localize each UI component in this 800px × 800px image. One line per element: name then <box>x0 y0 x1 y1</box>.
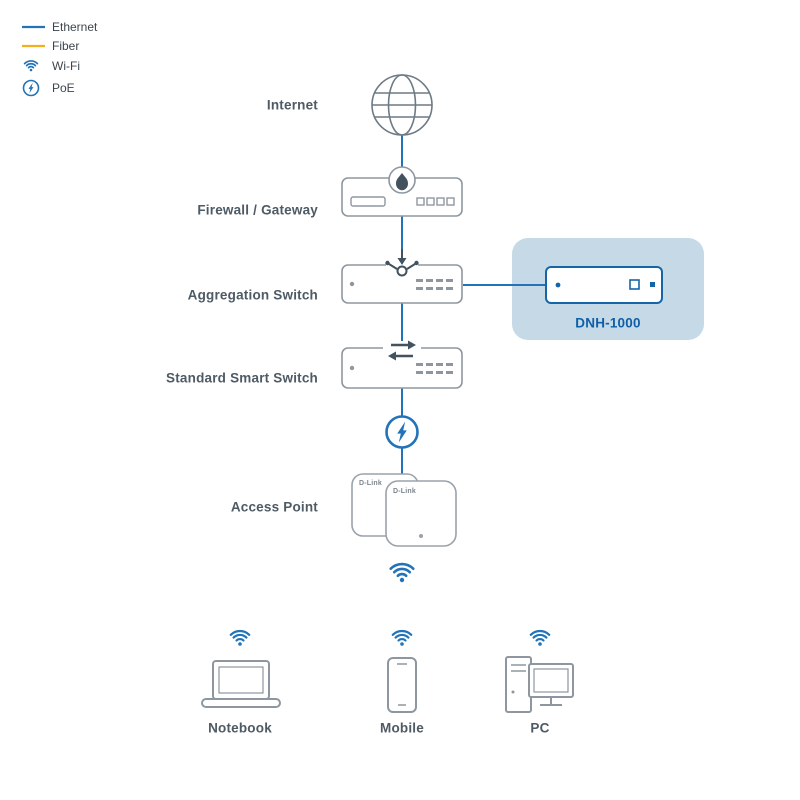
firewall-label: Firewall / Gateway <box>197 202 318 218</box>
aggregation-ports <box>416 279 453 290</box>
notebook-wifi-icon <box>229 629 251 646</box>
poe-lightning-icon <box>385 415 419 449</box>
notebook-label: Notebook <box>208 720 272 736</box>
smart-switch-ports <box>416 363 453 374</box>
mobile-wifi-icon <box>391 629 413 646</box>
mobile-icon <box>387 657 417 713</box>
legend-label-fiber: Fiber <box>52 39 80 53</box>
dnh-label: DNH-1000 <box>575 315 641 331</box>
legend-wifi-icon <box>23 60 39 72</box>
firewall-ports <box>416 197 455 206</box>
pc-wifi-icon <box>529 629 551 646</box>
wifi-icon <box>389 562 415 583</box>
pc-label: PC <box>530 720 550 736</box>
smart-switch-device <box>341 340 463 389</box>
access-point-label: Access Point <box>230 499 318 515</box>
aggregation-label: Aggregation Switch <box>187 287 318 303</box>
aggregation-switch-device <box>341 249 463 304</box>
ap-brand-back: D-Link <box>359 480 382 487</box>
aggregation-icon <box>385 249 419 277</box>
access-point-device <box>351 473 457 547</box>
pc-icon <box>505 656 574 713</box>
smart-switch-label: Standard Smart Switch <box>166 370 318 386</box>
exchange-arrows-icon <box>388 340 416 361</box>
legend-label-ethernet: Ethernet <box>52 20 98 34</box>
status-led <box>349 365 355 371</box>
internet-label: Internet <box>266 97 318 113</box>
notebook-icon <box>201 660 281 708</box>
globe-icon <box>371 74 433 136</box>
ethernet-lines <box>401 135 546 476</box>
status-led <box>349 281 355 287</box>
legend-poe-icon <box>22 79 40 97</box>
legend-label-wifi: Wi-Fi <box>52 59 80 73</box>
legend-label-poe: PoE <box>52 81 75 95</box>
firewall-device <box>341 166 463 217</box>
mobile-label: Mobile <box>380 720 424 736</box>
dnh-device <box>545 266 663 304</box>
ap-brand-front: D-Link <box>393 488 416 495</box>
flame-icon <box>396 173 408 191</box>
